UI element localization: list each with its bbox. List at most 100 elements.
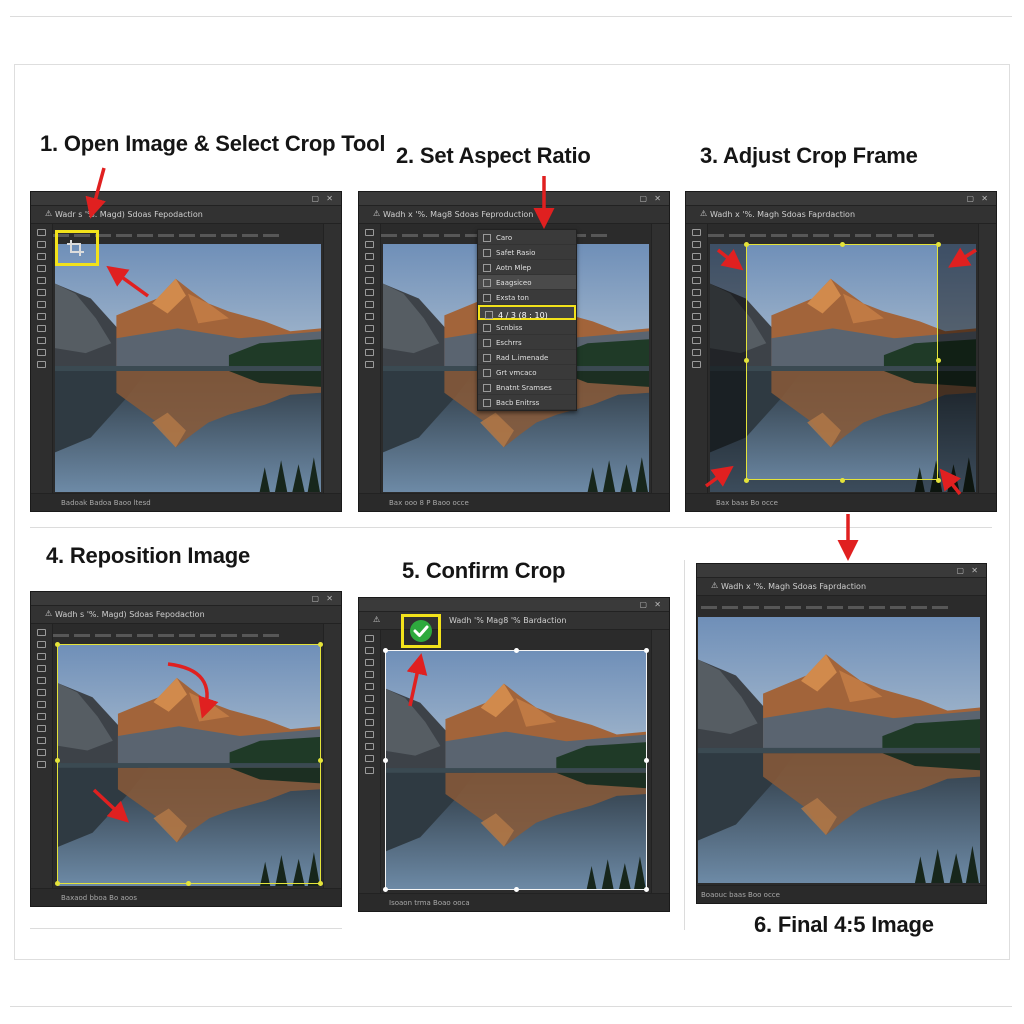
menu-item[interactable]: Scnbiss	[478, 320, 576, 335]
tool-icon[interactable]	[692, 265, 701, 272]
document-tab[interactable]: Wadh x '%. Mag8 Sdoas Feproduction	[383, 210, 534, 219]
close-icon[interactable]: ✕	[654, 600, 661, 609]
crop-handle[interactable]	[840, 242, 845, 247]
crop-handle[interactable]	[55, 758, 60, 763]
tool-icon[interactable]	[37, 313, 46, 320]
crop-handle[interactable]	[744, 358, 749, 363]
tool-icon[interactable]	[692, 277, 701, 284]
crop-handle[interactable]	[744, 242, 749, 247]
tool-icon[interactable]	[37, 325, 46, 332]
menu-item[interactable]: Safet Rasio	[478, 245, 576, 260]
tool-icon[interactable]	[37, 641, 46, 648]
tool-icon[interactable]	[692, 313, 701, 320]
tool-icon[interactable]	[692, 361, 701, 368]
tool-icon[interactable]	[37, 653, 46, 660]
tool-icon[interactable]	[37, 337, 46, 344]
close-icon[interactable]: ✕	[654, 194, 661, 203]
tool-icon[interactable]	[365, 743, 374, 750]
tool-icon[interactable]	[365, 755, 374, 762]
tool-icon[interactable]	[365, 635, 374, 642]
crop-handle[interactable]	[644, 887, 649, 892]
document-tab[interactable]: Wadh '% Mag8 '% Bardaction	[449, 616, 567, 625]
tool-icon[interactable]	[37, 701, 46, 708]
tool-icon[interactable]	[37, 361, 46, 368]
menu-item[interactable]: Bacb Enitrss	[478, 395, 576, 410]
tool-icon[interactable]	[37, 713, 46, 720]
crop-handle[interactable]	[318, 881, 323, 886]
menu-item[interactable]: Rad L.imenade	[478, 350, 576, 365]
tool-icon[interactable]	[365, 325, 374, 332]
document-tab[interactable]: Wadr s '%. Magd) Sdoas Fepodaction	[55, 210, 203, 219]
close-icon[interactable]: ✕	[326, 594, 333, 603]
tool-icon[interactable]	[37, 629, 46, 636]
tool-icon[interactable]	[365, 707, 374, 714]
tool-icon[interactable]	[365, 349, 374, 356]
tool-icon[interactable]	[37, 289, 46, 296]
tool-icon[interactable]	[365, 647, 374, 654]
document-tab[interactable]: Wadh x '%. Magh Sdoas Faprdaction	[710, 210, 856, 219]
checkmark-icon[interactable]	[410, 620, 432, 642]
tool-icon[interactable]	[365, 289, 374, 296]
restore-icon[interactable]: ▢	[956, 566, 964, 575]
crop-handle[interactable]	[186, 881, 191, 886]
menu-item-selected-ratio[interactable]: 4 / 3 (8 : 10)	[478, 305, 576, 320]
crop-frame[interactable]	[746, 244, 938, 480]
tool-icon[interactable]	[692, 253, 701, 260]
tool-icon[interactable]	[365, 253, 374, 260]
crop-handle[interactable]	[383, 887, 388, 892]
tool-icon[interactable]	[37, 689, 46, 696]
close-icon[interactable]: ✕	[971, 566, 978, 575]
restore-icon[interactable]: ▢	[639, 194, 647, 203]
tool-icon[interactable]	[37, 253, 46, 260]
tool-icon[interactable]	[365, 241, 374, 248]
menu-item[interactable]: Bnatnt Sramses	[478, 380, 576, 395]
crop-icon[interactable]	[66, 239, 86, 257]
close-icon[interactable]: ✕	[326, 194, 333, 203]
restore-icon[interactable]: ▢	[311, 594, 319, 603]
crop-handle[interactable]	[514, 648, 519, 653]
tool-icon[interactable]	[365, 301, 374, 308]
tool-icon[interactable]	[365, 767, 374, 774]
crop-handle[interactable]	[936, 478, 941, 483]
tool-icon[interactable]	[365, 229, 374, 236]
crop-frame[interactable]	[57, 644, 321, 884]
crop-handle[interactable]	[644, 758, 649, 763]
restore-icon[interactable]: ▢	[639, 600, 647, 609]
restore-icon[interactable]: ▢	[311, 194, 319, 203]
menu-item[interactable]: Eschrrs	[478, 335, 576, 350]
tool-icon[interactable]	[37, 749, 46, 756]
tool-icon[interactable]	[365, 313, 374, 320]
tool-icon[interactable]	[37, 677, 46, 684]
tool-icon[interactable]	[37, 229, 46, 236]
menu-item[interactable]: Aotn Mlep	[478, 260, 576, 275]
tool-icon[interactable]	[365, 277, 374, 284]
tool-icon[interactable]	[37, 737, 46, 744]
restore-icon[interactable]: ▢	[966, 194, 974, 203]
menu-item[interactable]: Exsta ton	[478, 290, 576, 305]
tool-icon[interactable]	[365, 671, 374, 678]
document-tab[interactable]: Wadh x '%. Magh Sdoas Faprdaction	[721, 582, 867, 591]
tool-icon[interactable]	[692, 229, 701, 236]
crop-handle[interactable]	[318, 642, 323, 647]
menu-item[interactable]: Eaagsiceo	[478, 275, 576, 290]
crop-handle[interactable]	[383, 758, 388, 763]
crop-handle[interactable]	[383, 648, 388, 653]
menu-item[interactable]: Grt vmcaco	[478, 365, 576, 380]
close-icon[interactable]: ✕	[981, 194, 988, 203]
tool-icon[interactable]	[37, 241, 46, 248]
tool-icon[interactable]	[365, 695, 374, 702]
tool-icon[interactable]	[692, 241, 701, 248]
tool-icon[interactable]	[365, 731, 374, 738]
tool-icon[interactable]	[692, 337, 701, 344]
tool-icon[interactable]	[37, 349, 46, 356]
tool-icon[interactable]	[37, 761, 46, 768]
tool-icon[interactable]	[692, 349, 701, 356]
crop-handle[interactable]	[55, 642, 60, 647]
tool-icon[interactable]	[37, 265, 46, 272]
tool-icon[interactable]	[37, 725, 46, 732]
crop-handle[interactable]	[744, 478, 749, 483]
document-tab[interactable]: Wadh s '%. Magd) Sdoas Fepodaction	[55, 610, 205, 619]
crop-handle[interactable]	[55, 881, 60, 886]
image-canvas[interactable]	[55, 244, 321, 492]
crop-handle[interactable]	[936, 358, 941, 363]
